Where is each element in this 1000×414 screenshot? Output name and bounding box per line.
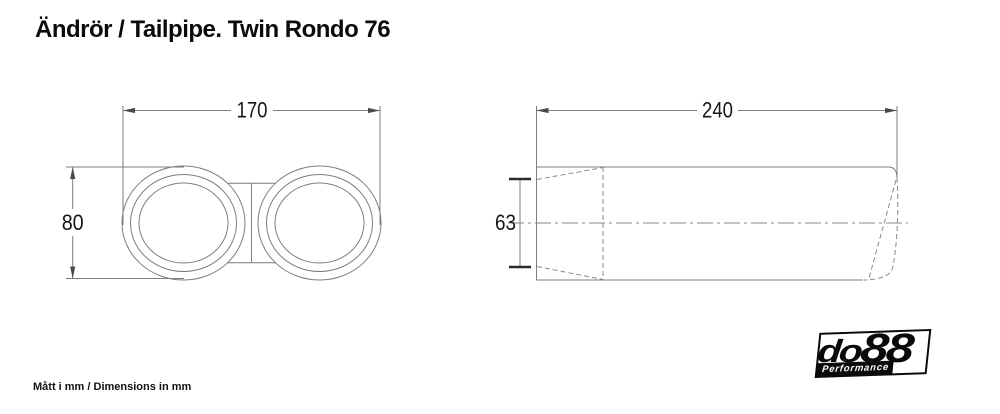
right-pipe-outer-ring: [257, 165, 382, 281]
dimension-inlet-63: 63: [495, 177, 531, 269]
extension-lines: [536, 106, 898, 176]
dimension-height-80: 80: [62, 166, 184, 279]
units-note: Mått i mm / Dimensions in mm: [33, 381, 192, 393]
right-pipe-middle-ring: [266, 174, 373, 272]
extension-lines: [66, 166, 184, 279]
right-pipe-inner-ring: [274, 182, 365, 264]
pipe-bridge-lines: [227, 182, 276, 264]
dimension-value-inlet: 63: [495, 210, 516, 235]
dimension-value-height: 80: [62, 210, 84, 235]
logo-tagline: Performance: [821, 361, 890, 376]
arrow-down-icon: [70, 266, 76, 279]
dimension-length-240: 240: [536, 98, 898, 176]
dimension-width-170: 170: [122, 98, 381, 225]
arrow-left-icon: [123, 107, 135, 114]
outlet-cut-hidden-line: [868, 179, 897, 279]
dimension-value-length: 240: [702, 98, 733, 123]
arrow-up-icon: [70, 167, 76, 179]
tick-terminators: [509, 177, 531, 269]
dimension-value-width: 170: [237, 98, 268, 123]
left-pipe-inner-ring: [138, 182, 229, 264]
arrow-left-icon: [536, 107, 549, 114]
side-view-drawing: 240 63: [495, 98, 908, 281]
page-title: Ändrör / Tailpipe. Twin Rondo 76: [35, 16, 391, 43]
left-pipe-middle-ring: [130, 174, 237, 272]
left-pipe-outer-ring: [121, 165, 246, 281]
arrow-right-icon: [368, 107, 380, 114]
outlet-end-hidden-curve: [863, 177, 899, 281]
front-view-drawing: 170 80: [62, 98, 382, 281]
logo-tagline-bar: Performance: [816, 360, 894, 378]
extension-lines: [122, 106, 381, 225]
arrow-right-icon: [885, 107, 897, 114]
